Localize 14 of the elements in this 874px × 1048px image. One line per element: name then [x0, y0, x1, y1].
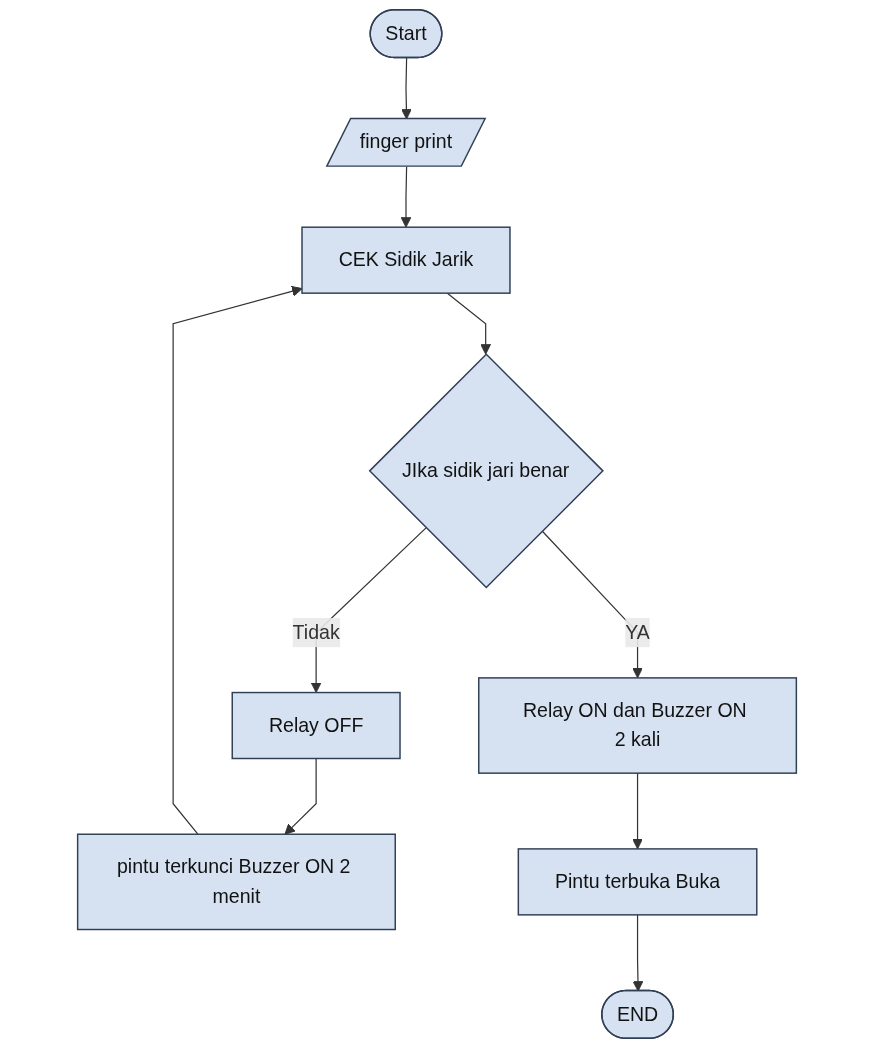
- node-box: CEK Sidik Jarik: [301, 226, 511, 294]
- node-box: Relay ON dan Buzzer ON 2 kali: [478, 677, 798, 774]
- arrow: [400, 166, 412, 228]
- node-box: Pintu terbuka Buka: [517, 848, 758, 916]
- node-diamond: JIka sidik jari benar: [368, 353, 604, 589]
- arrow: [632, 914, 644, 992]
- arrow: [284, 757, 317, 835]
- node-box: Relay OFF: [231, 691, 401, 760]
- edge-label: YA: [625, 621, 650, 643]
- node-box: pintu terkunci Buzzer ON 2 menit: [76, 833, 396, 931]
- arrow: [632, 772, 643, 850]
- arrow: [172, 285, 303, 835]
- arrow: [446, 292, 492, 355]
- edge-label: Tidak: [292, 621, 340, 643]
